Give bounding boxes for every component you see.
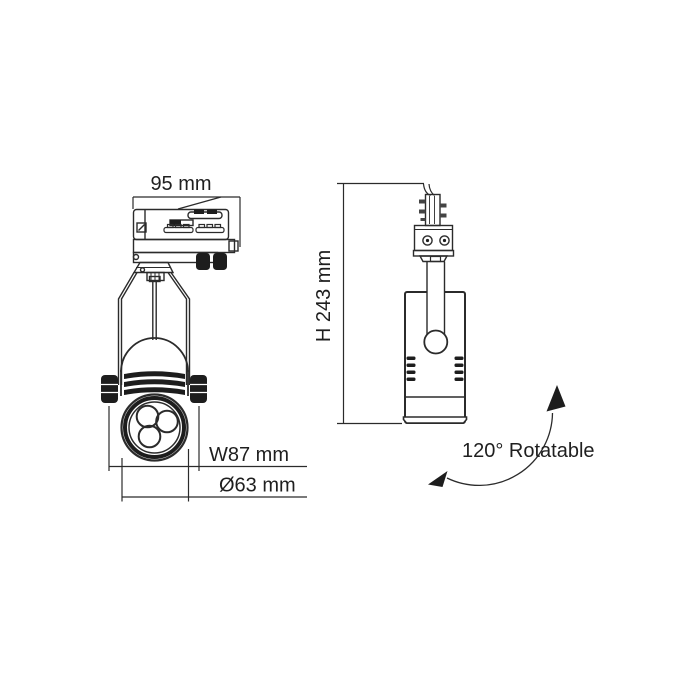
lamp-body-side xyxy=(402,255,468,424)
contact-bar xyxy=(195,223,225,234)
rotation-arc xyxy=(446,412,554,487)
dimension-height: H 243 mm xyxy=(313,182,424,425)
yoke xyxy=(117,261,191,385)
dim-leader-diagonal xyxy=(177,196,222,210)
front-view: 95 mm xyxy=(101,173,307,502)
adapter-stem xyxy=(424,193,441,227)
rotation-label: 120° Rotatable xyxy=(462,440,595,462)
yoke-arm-left xyxy=(117,272,135,385)
contact-slot xyxy=(187,211,223,220)
contact-pin xyxy=(440,203,447,208)
dim-label-track-width: 95 mm xyxy=(150,173,211,195)
led-lens xyxy=(137,424,162,449)
vent-slots xyxy=(406,356,464,381)
rotation-arrow-up-icon xyxy=(546,385,566,412)
screw-icon xyxy=(132,253,140,261)
stem-notch xyxy=(429,255,442,263)
dimension-track-width: 95 mm xyxy=(132,173,241,247)
adapter-side-tab xyxy=(228,240,239,252)
track-adapter-side xyxy=(412,183,455,263)
focus-ring-bands xyxy=(124,371,185,395)
pivot-knob-left xyxy=(101,375,118,403)
dim-label-overall-width: W87 mm xyxy=(209,444,289,466)
stem-bracket xyxy=(148,275,161,283)
contact-pin xyxy=(420,218,426,221)
adapter-knob xyxy=(196,253,210,270)
led-lens xyxy=(155,409,179,434)
adapter-knob xyxy=(213,253,227,270)
power-cable xyxy=(428,183,435,196)
adapter-flange xyxy=(412,249,455,257)
lamp-dome xyxy=(120,337,189,373)
dim-label-height: H 243 mm xyxy=(313,250,335,342)
side-view: H 243 mm 120° Rotatable xyxy=(313,182,595,487)
lamp-head-front xyxy=(101,337,207,462)
adapter-lower xyxy=(132,238,236,254)
dimension-lens-diameter: Ø63 mm xyxy=(121,449,307,502)
dim-label-lens-diameter: Ø63 mm xyxy=(219,475,296,497)
contact-pin xyxy=(440,213,447,218)
screw-icon xyxy=(439,235,450,246)
bezel-dark-ring xyxy=(123,396,186,459)
contact-pin xyxy=(419,209,426,214)
dimension-overall-width: W87 mm xyxy=(108,406,307,471)
pivot-knob-right xyxy=(190,375,207,403)
mount-plate xyxy=(132,261,175,274)
rotation-arrow-down-left-icon xyxy=(428,471,448,487)
lens-plate xyxy=(128,401,181,454)
pivot-hinge xyxy=(423,329,449,355)
contact-bar xyxy=(163,223,194,234)
front-lip xyxy=(402,416,468,424)
contact-tab xyxy=(207,209,217,214)
lock-lever-icon xyxy=(136,222,147,233)
yoke-arm-right xyxy=(170,272,191,385)
contact-pin xyxy=(419,199,426,204)
screw-icon xyxy=(422,235,433,246)
track-adapter-front xyxy=(132,208,239,270)
rotation-annotation: 120° Rotatable xyxy=(428,385,595,487)
contact-tab xyxy=(194,209,204,214)
